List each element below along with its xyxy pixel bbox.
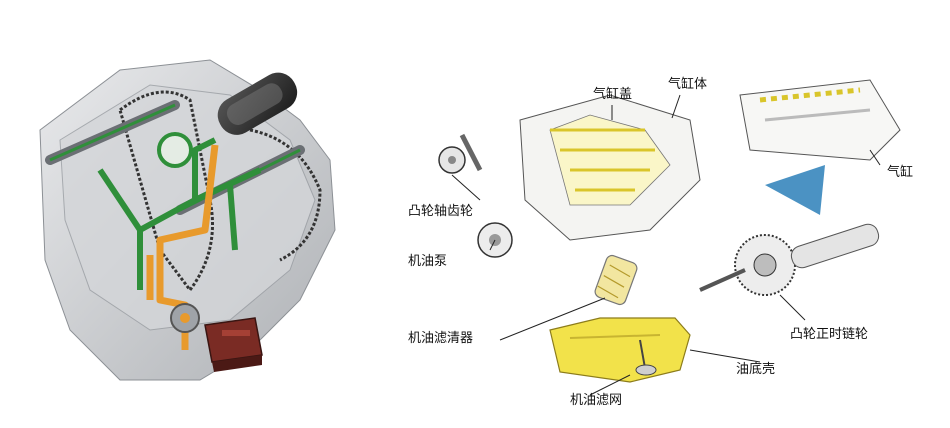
label-cam-timing-sprocket: 凸轮正时链轮 (790, 327, 868, 342)
oil-filter-housing (217, 72, 298, 135)
oil-filter-drawing (594, 254, 638, 306)
label-cylinder-block: 气缸体 (668, 76, 707, 92)
engine-cutaway-illustration (0, 0, 400, 423)
cam-timing-sprocket-drawing (699, 223, 880, 296)
magnify-pointer (765, 165, 825, 215)
engine-cutaway-svg (39, 59, 336, 381)
oil-pressure-passages (97, 132, 262, 290)
oil-pan-drawing (549, 317, 691, 383)
oil-strainer-drawing (635, 339, 657, 376)
label-oil-pump: 机油泵 (408, 254, 447, 269)
label-oil-strainer: 机油滤网 (570, 393, 622, 408)
exploded-diagram-svg: 气缸盖 气缸体 气缸 凸轮轴齿轮 机油泵 机油滤清器 油底壳 机油滤网 凸轮正时… (408, 76, 913, 408)
label-camshaft-gear: 凸轮轴齿轮 (408, 204, 473, 219)
label-oil-pan: 油底壳 (736, 361, 775, 377)
label-cylinder-head-cover: 气缸盖 (593, 86, 632, 102)
timing-chain (118, 90, 214, 293)
label-oil-filter: 机油滤清器 (408, 331, 473, 346)
oil-pump-assembly (170, 303, 200, 333)
exploded-lubrication-diagram: 气缸盖 气缸体 气缸 凸轮轴齿轮 机油泵 机油滤清器 油底壳 机油滤网 凸轮正时… (400, 0, 950, 423)
leader-lines (451, 94, 881, 396)
camshaft-gear-drawing (438, 133, 483, 174)
label-cylinder: 气缸 (887, 164, 913, 180)
cylinder-head-drawing (739, 79, 901, 161)
cylinder-block-drawing (519, 94, 701, 241)
left-camshaft (45, 100, 180, 165)
oil-sump-block (204, 317, 263, 372)
